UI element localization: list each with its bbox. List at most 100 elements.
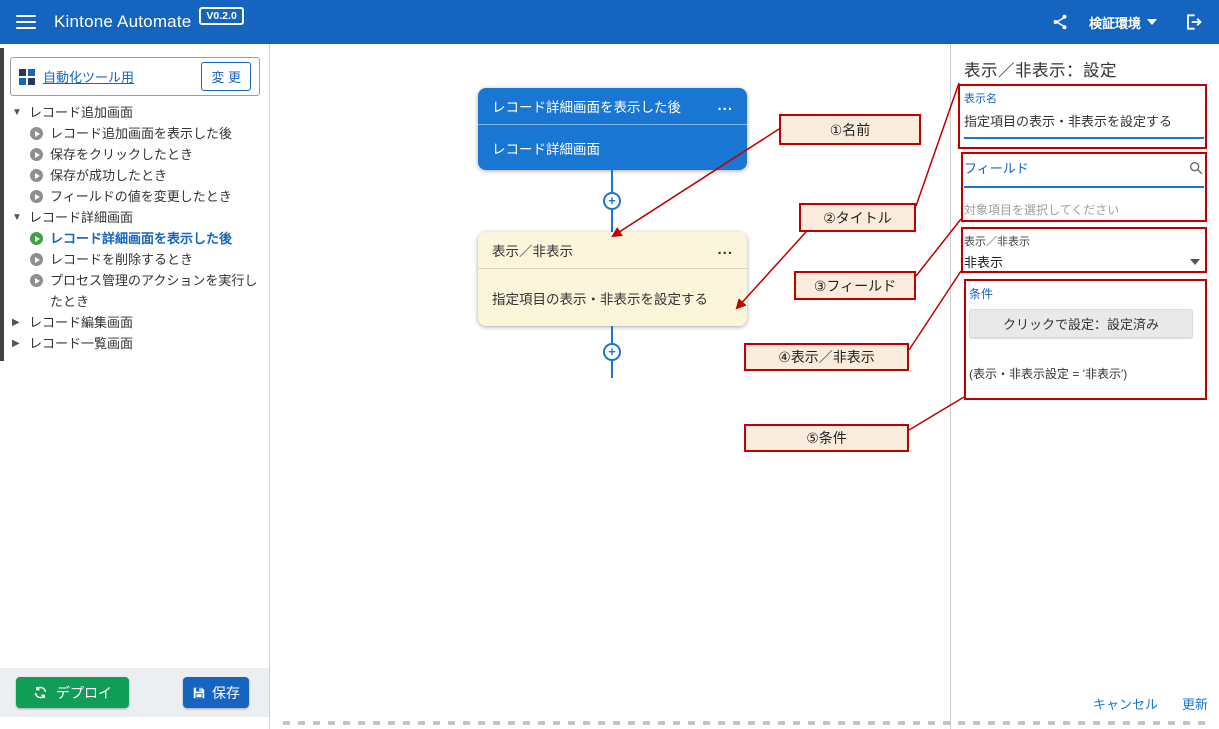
horizontal-scrollbar[interactable]: [283, 721, 1213, 725]
field-selector-input[interactable]: フィールド 対象項目を選択してください: [964, 158, 1204, 218]
add-node-button[interactable]: [603, 192, 621, 210]
sidebar: 自動化ツール用 変 更 レコード追加画面 レコード追加画面を表示した後 保存をク…: [0, 44, 270, 729]
sidebar-item-after-record-add-display[interactable]: レコード追加画面を表示した後: [0, 123, 268, 144]
node-menu-button[interactable]: ...: [717, 241, 733, 258]
tree-item-label: レコード詳細画面: [29, 210, 134, 225]
sidebar-item-on-save-click[interactable]: 保存をクリックしたとき: [0, 144, 268, 165]
visibility-value: 非表示: [964, 255, 1004, 270]
event-play-icon: [30, 274, 43, 287]
trigger-node[interactable]: レコード詳細画面を表示した後 ... レコード詳細画面: [478, 88, 747, 170]
condition-section: 条件 クリックで設定：設定済み (表示・非表示設定 = '非表示'): [969, 285, 1204, 382]
callout-label: ②タイトル: [823, 209, 892, 226]
tree-item-label: 保存が成功したとき: [50, 168, 168, 183]
chevron-collapsed-icon[interactable]: [12, 312, 29, 333]
deploy-button-label: デプロイ: [56, 684, 112, 701]
change-app-button[interactable]: 変 更: [201, 62, 251, 91]
sidebar-item-record-detail-screen[interactable]: レコード詳細画面: [0, 207, 268, 228]
search-icon[interactable]: [1188, 160, 1204, 176]
tree-item-label: レコード追加画面を表示した後: [50, 126, 233, 141]
field-label: フィールド: [964, 161, 1029, 176]
sidebar-item-record-list-screen[interactable]: レコード一覧画面: [0, 333, 268, 354]
tree-item-label: レコード詳細画面を表示した後: [50, 231, 233, 246]
environment-selector[interactable]: 検証環境: [1089, 13, 1157, 32]
app-selector-box: 自動化ツール用 変 更: [10, 57, 260, 96]
action-node-title: 表示／非表示: [492, 244, 573, 259]
share-icon[interactable]: [1051, 13, 1069, 31]
panel-actions: キャンセル 更新: [951, 694, 1219, 713]
trigger-node-subtitle: レコード詳細画面: [492, 141, 600, 157]
chevron-expanded-icon[interactable]: [12, 102, 29, 123]
callout-label: ④表示／非表示: [778, 349, 875, 365]
visibility-select[interactable]: 表示／非表示 非表示: [964, 233, 1204, 280]
action-node-header: 表示／非表示 ...: [478, 232, 747, 269]
environment-label: 検証環境: [1088, 15, 1141, 31]
tree-item-label: レコード編集画面: [29, 315, 134, 330]
app-title: Kintone Automate: [54, 12, 192, 31]
panel-title: 表示／非表示：設定: [964, 62, 1117, 80]
field-placeholder-text: 対象項目を選択してください: [964, 203, 1120, 217]
callout-label: ③フィールド: [813, 277, 897, 294]
event-play-icon: [30, 169, 43, 182]
version-badge: V0.2.0: [199, 7, 244, 25]
flow-canvas: レコード詳細画面を表示した後 ... レコード詳細画面 表示／非表示 ... 指…: [270, 44, 950, 729]
sidebar-item-on-process-action[interactable]: プロセス管理のアクションを実行したとき: [0, 270, 268, 312]
event-play-icon: [30, 253, 43, 266]
node-menu-button[interactable]: ...: [717, 97, 733, 114]
chevron-down-icon: [1190, 258, 1200, 265]
add-node-button[interactable]: [603, 343, 621, 361]
condition-set-button[interactable]: クリックで設定：設定済み: [969, 309, 1193, 338]
sidebar-item-on-save-success[interactable]: 保存が成功したとき: [0, 165, 268, 186]
trigger-node-body: レコード詳細画面: [478, 125, 747, 170]
tree-item-label: レコード一覧画面: [29, 336, 134, 351]
action-node-body: 指定項目の表示・非表示を設定する: [478, 269, 747, 326]
tree-item-label: プロセス管理のアクションを実行したとき: [50, 273, 258, 309]
sidebar-item-on-record-delete[interactable]: レコードを削除するとき: [0, 249, 268, 270]
tree-item-label: レコード追加画面: [29, 105, 134, 120]
display-name-value[interactable]: 指定項目の表示・非表示を設定する: [964, 111, 1204, 139]
sidebar-item-record-edit-screen[interactable]: レコード編集画面: [0, 312, 268, 333]
annotation-callout-condition: ⑤条件: [744, 424, 909, 452]
save-floppy-icon: [192, 686, 206, 700]
sidebar-item-on-field-change[interactable]: フィールドの値を変更したとき: [0, 186, 268, 207]
action-node-subtitle: 指定項目の表示・非表示を設定する: [492, 291, 708, 307]
chevron-down-icon: [1147, 19, 1157, 25]
tree-item-label: レコードを削除するとき: [50, 252, 194, 267]
trigger-node-header: レコード詳細画面を表示した後 ...: [478, 88, 747, 125]
menu-icon[interactable]: [16, 15, 36, 29]
logout-icon[interactable]: [1183, 12, 1203, 32]
annotation-callout-name: ①名前: [779, 114, 921, 145]
event-play-icon-selected: [30, 232, 43, 245]
condition-label: 条件: [969, 287, 994, 301]
trigger-node-title: レコード詳細画面を表示した後: [492, 100, 681, 115]
event-play-icon: [30, 190, 43, 203]
sidebar-item-after-record-detail-display[interactable]: レコード詳細画面を表示した後: [0, 228, 268, 249]
update-link[interactable]: 更新: [1181, 697, 1208, 712]
settings-panel: 表示／非表示：設定 表示名 指定項目の表示・非表示を設定する フィールド 対象項…: [950, 44, 1219, 729]
sidebar-footer: デプロイ 保存: [0, 668, 269, 717]
event-play-icon: [30, 127, 43, 140]
action-node[interactable]: 表示／非表示 ... 指定項目の表示・非表示を設定する: [478, 232, 747, 326]
condition-summary: (表示・非表示設定 = '非表示'): [969, 367, 1128, 381]
tree-item-label: 保存をクリックしたとき: [50, 147, 194, 162]
chevron-collapsed-icon[interactable]: [12, 333, 29, 354]
chevron-expanded-icon[interactable]: [12, 207, 29, 228]
annotation-callout-visibility: ④表示／非表示: [744, 343, 909, 371]
display-name-field[interactable]: 表示名 指定項目の表示・非表示を設定する: [964, 90, 1204, 139]
tree-item-label: フィールドの値を変更したとき: [50, 189, 232, 204]
sidebar-item-record-add-screen[interactable]: レコード追加画面: [0, 102, 268, 123]
callout-label: ⑤条件: [806, 430, 847, 446]
sidebar-scrollbar-thumb[interactable]: [0, 48, 4, 361]
field-input-underline: [964, 186, 1204, 188]
event-tree: レコード追加画面 レコード追加画面を表示した後 保存をクリックしたとき 保存が成…: [0, 102, 268, 354]
deploy-button[interactable]: デプロイ: [16, 677, 129, 708]
save-button-label: 保存: [212, 684, 240, 701]
visibility-label: 表示／非表示: [964, 236, 1030, 248]
save-button[interactable]: 保存: [183, 677, 249, 708]
topbar: Kintone Automate V0.2.0 検証環境: [0, 0, 1219, 44]
app-name-link[interactable]: 自動化ツール用: [43, 70, 135, 85]
annotation-callout-field: ③フィールド: [794, 271, 916, 300]
callout-label: ①名前: [829, 121, 871, 138]
display-name-label: 表示名: [964, 93, 997, 105]
cancel-link[interactable]: キャンセル: [1092, 697, 1158, 712]
